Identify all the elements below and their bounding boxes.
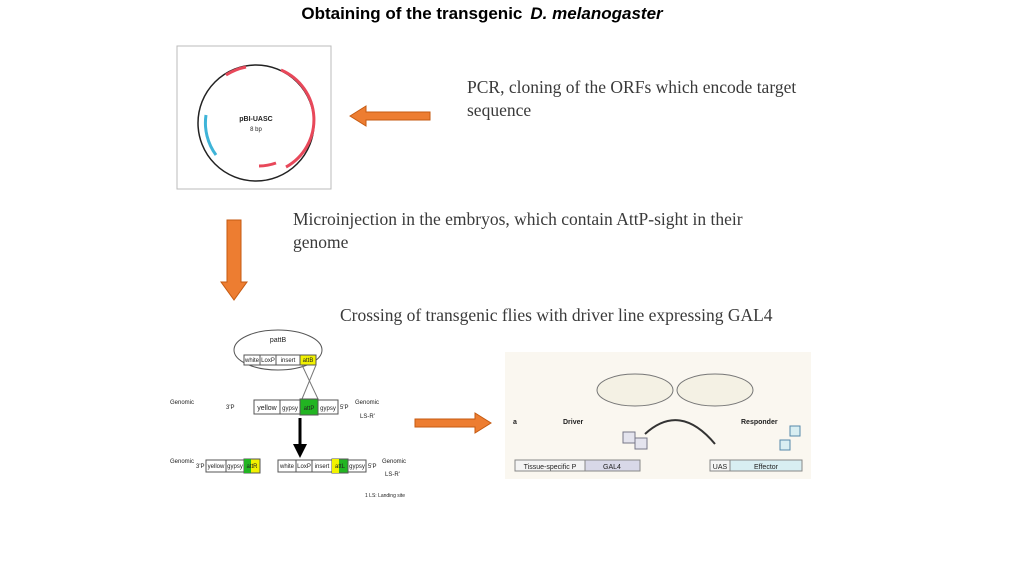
gal4-label: GAL4 [603, 464, 621, 471]
attl-label: attL [335, 464, 346, 470]
p5-label-top: 5'P [340, 405, 348, 411]
gypsy-label-top-right: gypsy [320, 406, 336, 412]
lsr-label-bottom: LS-R' [385, 472, 400, 478]
white-label-bottom: white [279, 464, 295, 470]
step-pcr-text: PCR, cloning of the ORFs which encode ta… [467, 77, 797, 120]
lsr-label-top: LS-R' [360, 414, 375, 420]
plasmid-name: pBI-UASC [239, 116, 272, 123]
pattb-label: pattB [270, 337, 287, 344]
left-arrow-icon [349, 105, 431, 127]
step-crossing-text: Crossing of transgenic flies with driver… [340, 305, 773, 325]
gypsy-label-bottom-left: gypsy [227, 464, 243, 470]
promoter-label: Tissue-specific P [524, 464, 577, 471]
genomic-label-bottom-left: Genomic [170, 459, 194, 465]
gal4-uas-diagram: a Driver Responder Tissue-specific P GAL… [505, 352, 811, 479]
yellow-label-top: yellow [257, 405, 277, 412]
integration-diagram: pattB white LoxP insert attB Genomic 3'P… [170, 329, 406, 499]
plasmid-map: pBI-UASC 8 bp [176, 45, 332, 190]
insert-label: insert [281, 358, 296, 364]
attp-label: attP [304, 406, 315, 412]
p3-label-top: 3'P [226, 405, 234, 411]
landing-site-footnote: 1 LS: Landing site [365, 493, 405, 499]
attb-label: attB [303, 358, 314, 364]
genomic-label-bottom-right: Genomic [382, 459, 406, 465]
white-label: white [244, 358, 260, 364]
p3-label-bottom: 3'P [196, 464, 204, 470]
down-arrow-icon [220, 219, 248, 301]
effector-label: Effector [754, 464, 779, 471]
loxp-label: LoxP [261, 358, 275, 364]
loxp-label-bottom: LoxP [297, 464, 311, 470]
genomic-label-top-left: Genomic [170, 400, 194, 406]
plasmid-size: 8 bp [250, 127, 262, 133]
p5-label-bottom: 5'P [368, 464, 376, 470]
genomic-label-top-right: Genomic [355, 400, 379, 406]
panel-label: a [513, 419, 517, 426]
step-microinjection-text: Microinjection in the embryos, which con… [293, 209, 743, 252]
slide-title: Obtaining of the transgenic D. melanogast… [0, 4, 964, 24]
driver-label: Driver [563, 419, 584, 426]
gypsy-label-bottom-right: gypsy [349, 464, 365, 470]
right-arrow-icon [414, 412, 492, 434]
responder-label: Responder [741, 419, 778, 426]
uas-label: UAS [713, 464, 728, 471]
attr-label: attR [246, 464, 258, 470]
insert-label-bottom: insert [315, 464, 330, 470]
gypsy-label-top-left: gypsy [282, 406, 298, 412]
title-species: D. melanogaster [530, 4, 663, 23]
yellow-label-bottom: yellow [208, 464, 225, 470]
title-text: Obtaining of the transgenic [301, 4, 523, 23]
